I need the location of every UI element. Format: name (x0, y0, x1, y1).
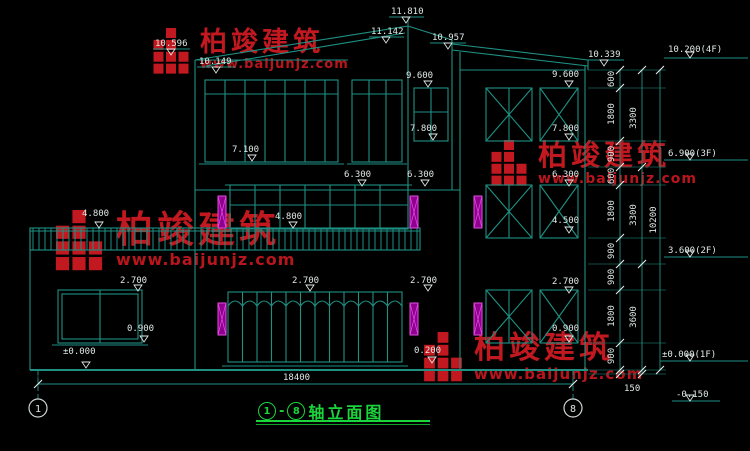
fourth-floor-window-group (204, 79, 339, 163)
elevation-label-11810: 11.810 (391, 7, 424, 17)
right-1f-window-a-sash (485, 289, 533, 344)
dim-150: 150 (624, 384, 640, 394)
fourth-floor-window-mullions (199, 80, 344, 165)
tower-window-mullions (414, 88, 448, 141)
title-axis-start-bubble: 1 (258, 402, 276, 420)
elevation-label-2700-right: 2.700 (552, 277, 579, 287)
dim-600-b: 600 (607, 168, 617, 184)
brand-name: 柏竣建筑 (474, 330, 614, 366)
balcony-band-rails (30, 230, 420, 251)
axis-bubble-8-circle (563, 398, 583, 418)
axis-bubble-1-label: 1 (35, 404, 41, 415)
right-1f-window-b-sash (539, 289, 579, 344)
axis-bubble-8-label: 8 (570, 404, 576, 415)
elevation-label-6300-right: 6.300 (552, 170, 579, 180)
elevation-label-2700-center-b: 2.700 (410, 276, 437, 286)
right-block-walls (459, 52, 586, 370)
fourth-floor-window-right-mullions (347, 80, 407, 165)
dim-1800-c: 1800 (607, 305, 617, 327)
title-underline-thin (256, 424, 430, 425)
elevation-label-4800-center: 4.800 (275, 212, 302, 222)
elevation-label-0900-right: 0.900 (552, 324, 579, 334)
dim-18400-total: 18400 (283, 373, 310, 383)
elevation-label-9600-center: 9.600 (406, 71, 433, 81)
floor-label-1f: ±0.000(1F) (662, 350, 716, 360)
elevation-label-10957: 10.957 (432, 33, 465, 43)
brand-logo-icon (153, 28, 189, 74)
watermark-right: 柏竣建筑 www.baijunjz.com (488, 138, 697, 190)
brand-name: 柏竣建筑 (200, 27, 324, 58)
elevation-label-7100: 7.100 (232, 145, 259, 155)
door-mullions (241, 292, 389, 362)
dim-10200-total: 10200 (649, 206, 659, 233)
elevation-label-9600-right: 9.600 (552, 70, 579, 80)
elevation-label-0000-left: ±0.000 (63, 347, 96, 357)
elevation-label-7800-center: 7.800 (410, 124, 437, 134)
title-text: 轴立面图 (308, 403, 385, 422)
dim-900-c: 900 (607, 269, 617, 285)
elevation-label-4500-right: 4.500 (552, 216, 579, 226)
right-roof-slope (451, 43, 589, 70)
elevation-label-2700-center-a: 2.700 (292, 276, 319, 286)
elevation-label-10339: 10.339 (588, 50, 621, 60)
right-4f-window-b-sash (539, 87, 579, 142)
dim-3600: 3600 (629, 306, 639, 328)
brand-name: 柏竣建筑 (538, 138, 671, 172)
dim-900-a: 900 (607, 146, 617, 162)
title-underline (256, 420, 430, 422)
title-dash: - (279, 403, 285, 419)
watermark-bottom-right: 柏竣建筑 www.baijunjz.com (420, 330, 643, 386)
elevation-label-6300-center-a: 6.300 (344, 170, 371, 180)
axis-bubble-1-circle (28, 398, 48, 418)
right-4f-window-a-sash (485, 87, 533, 142)
dim-3300-a: 3300 (629, 107, 639, 129)
dimension-labels: 11.810 11.142 10.957 10.596 10.149 10.33… (63, 7, 722, 400)
dim-900-d: 900 (607, 348, 617, 364)
drawing-title: 1 - 8 轴立面图 (258, 399, 384, 423)
elevation-label-2700-left: 2.700 (120, 276, 147, 286)
left-roof-slope (194, 25, 409, 67)
dim-900-b: 900 (607, 243, 617, 259)
brand-logo-icon (424, 332, 462, 382)
floor-label-4f: 10.200(4F) (668, 45, 722, 55)
elevation-label-0200: 0.200 (414, 346, 441, 356)
right-3f-window-b (539, 184, 579, 239)
door-arch-tops (227, 300, 403, 307)
elevation-label-6300-center-b: 6.300 (407, 170, 434, 180)
axis-bubbles: 1 8 (28, 370, 583, 418)
title-axis-end-bubble: 8 (287, 402, 306, 420)
dim-3300-b: 3300 (629, 204, 639, 226)
elevation-label-10149: 10.149 (199, 57, 232, 67)
right-4f-window-b (539, 87, 579, 142)
right-1f-window-b (539, 289, 579, 344)
dim-600-a: 600 (607, 71, 617, 87)
fourth-floor-window-right (351, 79, 403, 163)
dim-1800-a: 1800 (607, 103, 617, 125)
roof-tower (407, 25, 453, 190)
brand-logo-icon (491, 140, 527, 186)
left-wing-window-mullion (52, 290, 148, 346)
brand-url: www.baijunjz.com (538, 171, 697, 188)
magenta-column-hatch (217, 195, 483, 336)
right-3f-window-a-sash (485, 184, 533, 239)
floor-marker-lines (660, 57, 748, 402)
third-floor-window-mullions (225, 184, 412, 229)
floor-label-2f: 3.600(2F) (668, 246, 717, 256)
right-3f-window-b-sash (539, 184, 579, 239)
axis-leader-lines (37, 370, 574, 399)
dim-1800-b: 1800 (607, 200, 617, 222)
floor-label-minus-150: -0.150 (676, 390, 709, 400)
elevation-label-0900-left: 0.900 (127, 324, 154, 334)
building-linework (29, 25, 589, 371)
magenta-columns (217, 195, 483, 336)
brand-url: www.baijunjz.com (116, 249, 296, 269)
elevation-label-7800-right: 7.800 (552, 124, 579, 134)
elevation-label-4800-left: 4.800 (82, 209, 109, 219)
elevation-label-10596: 10.596 (155, 39, 188, 49)
floor-label-3f: 6.900(3F) (668, 149, 717, 159)
elevation-label-11142: 11.142 (371, 27, 404, 37)
third-floor-window-row (229, 184, 409, 230)
